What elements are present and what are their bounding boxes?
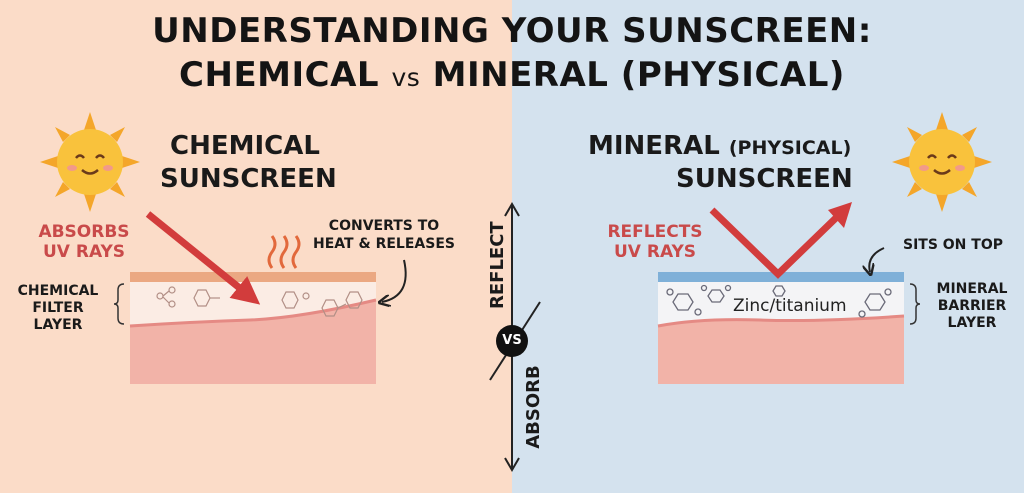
filter-layer-label: CHEMICAL FILTER LAYER	[8, 283, 108, 334]
vs-label: VS	[502, 333, 522, 348]
filter-line-3: LAYER	[33, 317, 83, 333]
reflects-line-1: REFLECTS	[607, 222, 703, 242]
callout-arrow	[869, 247, 885, 272]
skin-diagram-mineral	[657, 272, 905, 384]
filter-line-1: CHEMICAL	[17, 283, 99, 299]
barrier-line-1: MINERAL	[936, 281, 1008, 297]
reflect-absorb-axis	[489, 202, 541, 472]
zinc-titanium-label: Zinc/titanium	[733, 296, 847, 316]
absorbs-line-2: UV RAYS	[42, 242, 126, 262]
molecule-icon	[666, 284, 892, 318]
mineral-heading-2: SUNSCREEN	[676, 164, 853, 194]
reflects-label: REFLECTS UV RAYS	[600, 222, 710, 262]
title-vs: vs	[391, 63, 421, 92]
page-title-line-2: CHEMICAL vs MINERAL (PHYSICAL)	[0, 54, 1024, 99]
heat-waves-icon	[267, 235, 301, 269]
sun-icon	[892, 112, 992, 212]
mineral-heading-paren: (PHYSICAL)	[728, 137, 852, 159]
arrow-head-icon	[828, 202, 852, 228]
callout-arrow	[382, 259, 407, 302]
title-chemical: CHEMICAL	[179, 55, 380, 95]
converts-label: CONVERTS TO HEAT & RELEASES	[294, 217, 474, 253]
converts-line-1: CONVERTS TO	[328, 218, 440, 234]
absorb-label: ABSORB	[523, 365, 544, 449]
molecule-icon	[156, 286, 363, 317]
sun-icon	[40, 112, 140, 212]
mineral-panel-bg	[512, 0, 1024, 493]
mineral-heading-word: MINERAL	[588, 131, 720, 161]
chemical-heading-2: SUNSCREEN	[160, 164, 337, 194]
barrier-layer-label: MINERAL BARRIER LAYER	[922, 281, 1022, 332]
title-mineral: MINERAL (PHYSICAL)	[432, 55, 845, 95]
converts-line-2: HEAT & RELEASES	[313, 236, 455, 252]
reflect-label: REFLECT	[487, 221, 508, 309]
page-title-line-1: UNDERSTANDING YOUR SUNSCREEN:	[152, 11, 872, 51]
brace-icon	[113, 283, 125, 325]
barrier-line-2: BARRIER	[937, 298, 1007, 314]
uv-ray-arrow	[145, 211, 261, 305]
sits-on-top-label: SITS ON TOP	[902, 237, 1003, 253]
reflects-line-2: UV RAYS	[613, 242, 697, 262]
brace-icon	[909, 283, 921, 325]
vs-badge	[496, 325, 528, 357]
mineral-heading-1: MINERAL (PHYSICAL)	[588, 131, 851, 164]
absorbs-label: ABSORBS UV RAYS	[34, 222, 134, 262]
barrier-line-3: LAYER	[947, 315, 997, 331]
filter-line-2: FILTER	[32, 300, 84, 316]
chemical-heading-1: CHEMICAL	[170, 131, 320, 161]
absorbs-line-1: ABSORBS	[38, 222, 130, 242]
chemical-panel-bg	[0, 0, 512, 493]
skin-diagram-chemical	[129, 272, 377, 384]
uv-ray-arrow	[709, 207, 843, 279]
